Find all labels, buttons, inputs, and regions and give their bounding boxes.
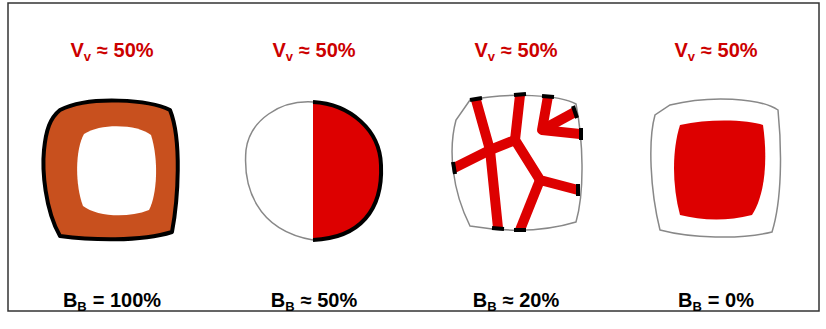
quantity-subscript: B <box>285 299 294 314</box>
quantity-value: ≈ 50% <box>299 39 356 61</box>
quantity-value: ≈ 50% <box>501 39 558 61</box>
particle-outline <box>452 95 582 230</box>
quantity-subscript: v <box>488 49 495 64</box>
quantity-value: ≈ 50% <box>97 39 154 61</box>
network-branch <box>454 150 490 168</box>
quantity-subscript: B <box>692 299 701 314</box>
shared-boundary <box>313 102 381 240</box>
quantity-subscript: B <box>77 299 86 314</box>
quantity-symbol: V <box>674 39 687 61</box>
quantity-subscript: v <box>84 49 91 64</box>
shell-profile <box>43 101 177 240</box>
network-branch <box>542 96 580 134</box>
contact-segment <box>470 98 482 100</box>
particle-outline <box>246 102 313 240</box>
network-phase <box>454 95 580 230</box>
boundary-fraction-label: BB = 100% <box>63 288 161 319</box>
contact-segment <box>492 228 504 229</box>
quantity-value: ≈ 50% <box>701 39 758 61</box>
quantity-symbol: B <box>271 289 285 311</box>
quantity-subscript: v <box>286 49 293 64</box>
quantity-subscript: v <box>688 49 695 64</box>
volume-fraction-label: Vv ≈ 50% <box>674 38 757 69</box>
quantity-subscript: B <box>487 299 496 314</box>
quantity-value: = 0% <box>708 289 754 311</box>
boundary-fraction-label: BB = 0% <box>678 288 754 319</box>
quantity-value: ≈ 20% <box>503 289 560 311</box>
network-branch <box>542 112 575 130</box>
contact-segment <box>542 96 554 97</box>
contact-segment <box>453 162 455 174</box>
quantity-value: ≈ 50% <box>301 289 358 311</box>
shell-hollow <box>77 126 156 215</box>
quantity-value: = 100% <box>93 289 161 311</box>
contact-segment <box>573 106 577 118</box>
boundary-fraction-label: BB ≈ 50% <box>271 288 357 319</box>
volume-fraction-label: Vv ≈ 50% <box>474 38 557 69</box>
boundary-fraction-label: BB ≈ 20% <box>473 288 559 319</box>
quantity-symbol: B <box>678 289 692 311</box>
quantity-symbol: V <box>272 39 285 61</box>
quantity-symbol: V <box>70 39 83 61</box>
quantity-symbol: V <box>474 39 487 61</box>
particle-outline <box>651 99 781 237</box>
contact-segment <box>514 94 526 95</box>
volume-fraction-label: Vv ≈ 50% <box>272 38 355 69</box>
contact-segment <box>579 128 583 140</box>
half-phase <box>313 102 381 240</box>
contact-segment <box>576 184 580 196</box>
boundary-contacts <box>453 94 581 230</box>
frame <box>8 3 819 311</box>
volume-fraction-label: Vv ≈ 50% <box>70 38 153 69</box>
network-branch <box>476 100 498 228</box>
contact-segment <box>514 228 526 232</box>
quantity-symbol: B <box>63 289 77 311</box>
quantity-symbol: B <box>473 289 487 311</box>
network-branch <box>520 180 540 230</box>
core-phase <box>674 120 765 219</box>
network-branch <box>490 140 515 150</box>
